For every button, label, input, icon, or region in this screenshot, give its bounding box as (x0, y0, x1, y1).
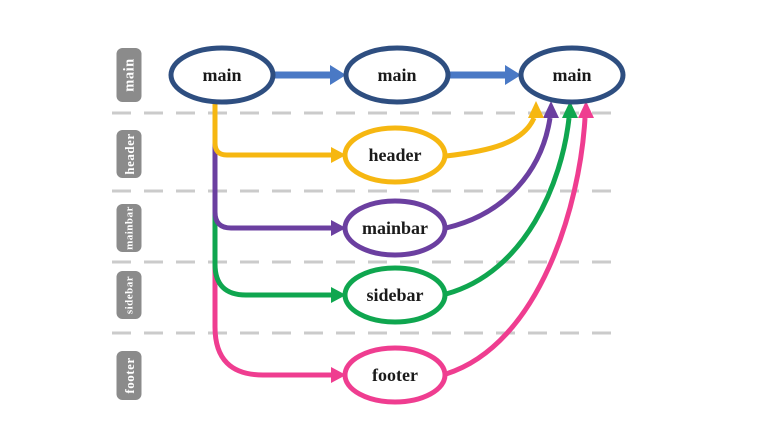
node-main-2-shape (343, 45, 451, 105)
merge-back-edges (445, 101, 594, 377)
merge-back-mainbar-line (445, 117, 553, 231)
merge-back-sidebar-line (445, 117, 572, 297)
lane-label-mainbar-bg (116, 204, 142, 252)
node-header-label: header (369, 145, 422, 165)
node-main-1: main (168, 45, 276, 105)
node-main-3-shape (518, 45, 626, 105)
node-sidebar-shape (342, 265, 448, 325)
lane-label-footer-text: footer (122, 357, 137, 393)
merge-back-header-arrowhead-icon (528, 101, 544, 118)
main-arrow-1-arrowhead-icon (330, 65, 346, 85)
node-main-3: main (518, 45, 626, 105)
node-main-1-shape (168, 45, 276, 105)
main-commit-arrows (274, 65, 521, 85)
node-mainbar-label: mainbar (362, 218, 428, 238)
node-header-shape (342, 125, 448, 185)
merge-back-sidebar-arrowhead-icon (562, 101, 578, 118)
merge-back-footer-line (445, 117, 588, 377)
node-main-3-label: main (552, 65, 591, 85)
lane-label-sidebar: sidebar (116, 271, 142, 319)
lane-label-sidebar-text: sidebar (124, 276, 136, 314)
lane-label-sidebar-bg (116, 271, 142, 319)
branch-out-edges (212, 99, 346, 383)
node-sidebar: sidebar (342, 265, 448, 325)
lane-label-main-text: main (122, 58, 138, 91)
branch-out-mainbar-line (212, 99, 331, 231)
merge-back-header-line (445, 116, 537, 159)
lane-label-mainbar-text: mainbar (124, 206, 136, 250)
branch-out-footer-line (212, 99, 331, 378)
branch-out-sidebar-line (212, 99, 331, 298)
lane-label-header: header (116, 130, 142, 178)
nodes: main main main header mainbar sidebar (168, 45, 626, 405)
main-arrow-2-arrowhead-icon (505, 65, 521, 85)
merge-back-footer-arrowhead-icon (578, 101, 594, 118)
lane-label-mainbar: mainbar (116, 204, 142, 252)
node-header: header (342, 125, 448, 185)
node-mainbar: mainbar (342, 198, 448, 258)
merge-back-mainbar-arrowhead-icon (543, 101, 559, 118)
branch-out-header-arrowhead-icon (331, 147, 346, 163)
node-main-1-label: main (202, 65, 241, 85)
lane-labels: main header mainbar sidebar footer (116, 48, 142, 400)
lane-label-main: main (116, 48, 142, 102)
lane-label-main-bg (116, 48, 142, 102)
node-main-2-label: main (377, 65, 416, 85)
node-main-2: main (343, 45, 451, 105)
node-footer-label: footer (372, 365, 418, 385)
branch-out-mainbar-arrowhead-icon (331, 220, 346, 236)
lane-label-header-bg (116, 130, 142, 178)
lane-label-footer: footer (116, 351, 142, 400)
node-mainbar-shape (342, 198, 448, 258)
lane-label-footer-bg (116, 351, 142, 400)
branch-out-sidebar-arrowhead-icon (331, 287, 346, 303)
lane-label-header-text: header (122, 133, 137, 174)
node-sidebar-label: sidebar (366, 285, 423, 305)
node-footer: footer (342, 345, 448, 405)
node-footer-shape (342, 345, 448, 405)
branch-out-footer-arrowhead-icon (331, 367, 346, 383)
branch-out-header-line (212, 99, 331, 158)
